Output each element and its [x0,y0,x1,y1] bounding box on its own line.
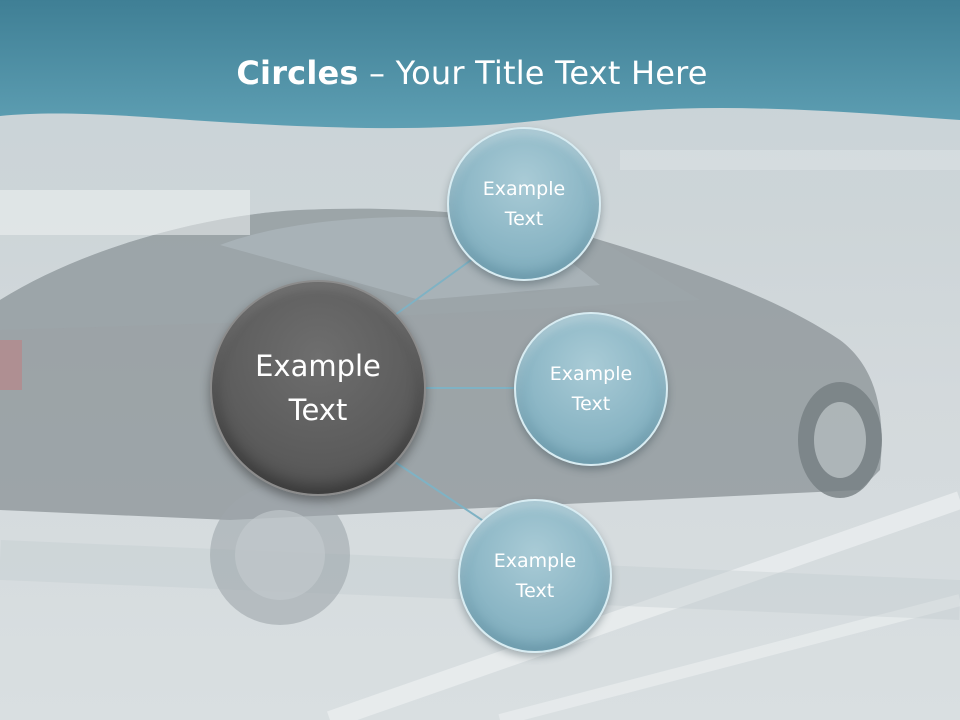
title-rest: – Your Title Text Here [358,54,708,92]
title-bold: Circles [236,54,359,92]
satellite-circle-label: Example Text [549,363,633,415]
center-circle-label: Example Text [255,349,381,427]
satellite-circle-label: Example Text [482,178,566,230]
satellite-circle-bottom[interactable]: Example Text [458,499,612,653]
satellite-circle-label: Example Text [493,550,577,602]
slide-title: Circles – Your Title Text Here [0,54,944,92]
satellite-circle-top[interactable]: Example Text [447,127,601,281]
connector-bottom [394,461,486,523]
connector-top [394,254,479,316]
satellite-circle-middle[interactable]: Example Text [514,312,668,466]
header-band [0,0,960,129]
center-circle[interactable]: Example Text [210,280,426,496]
